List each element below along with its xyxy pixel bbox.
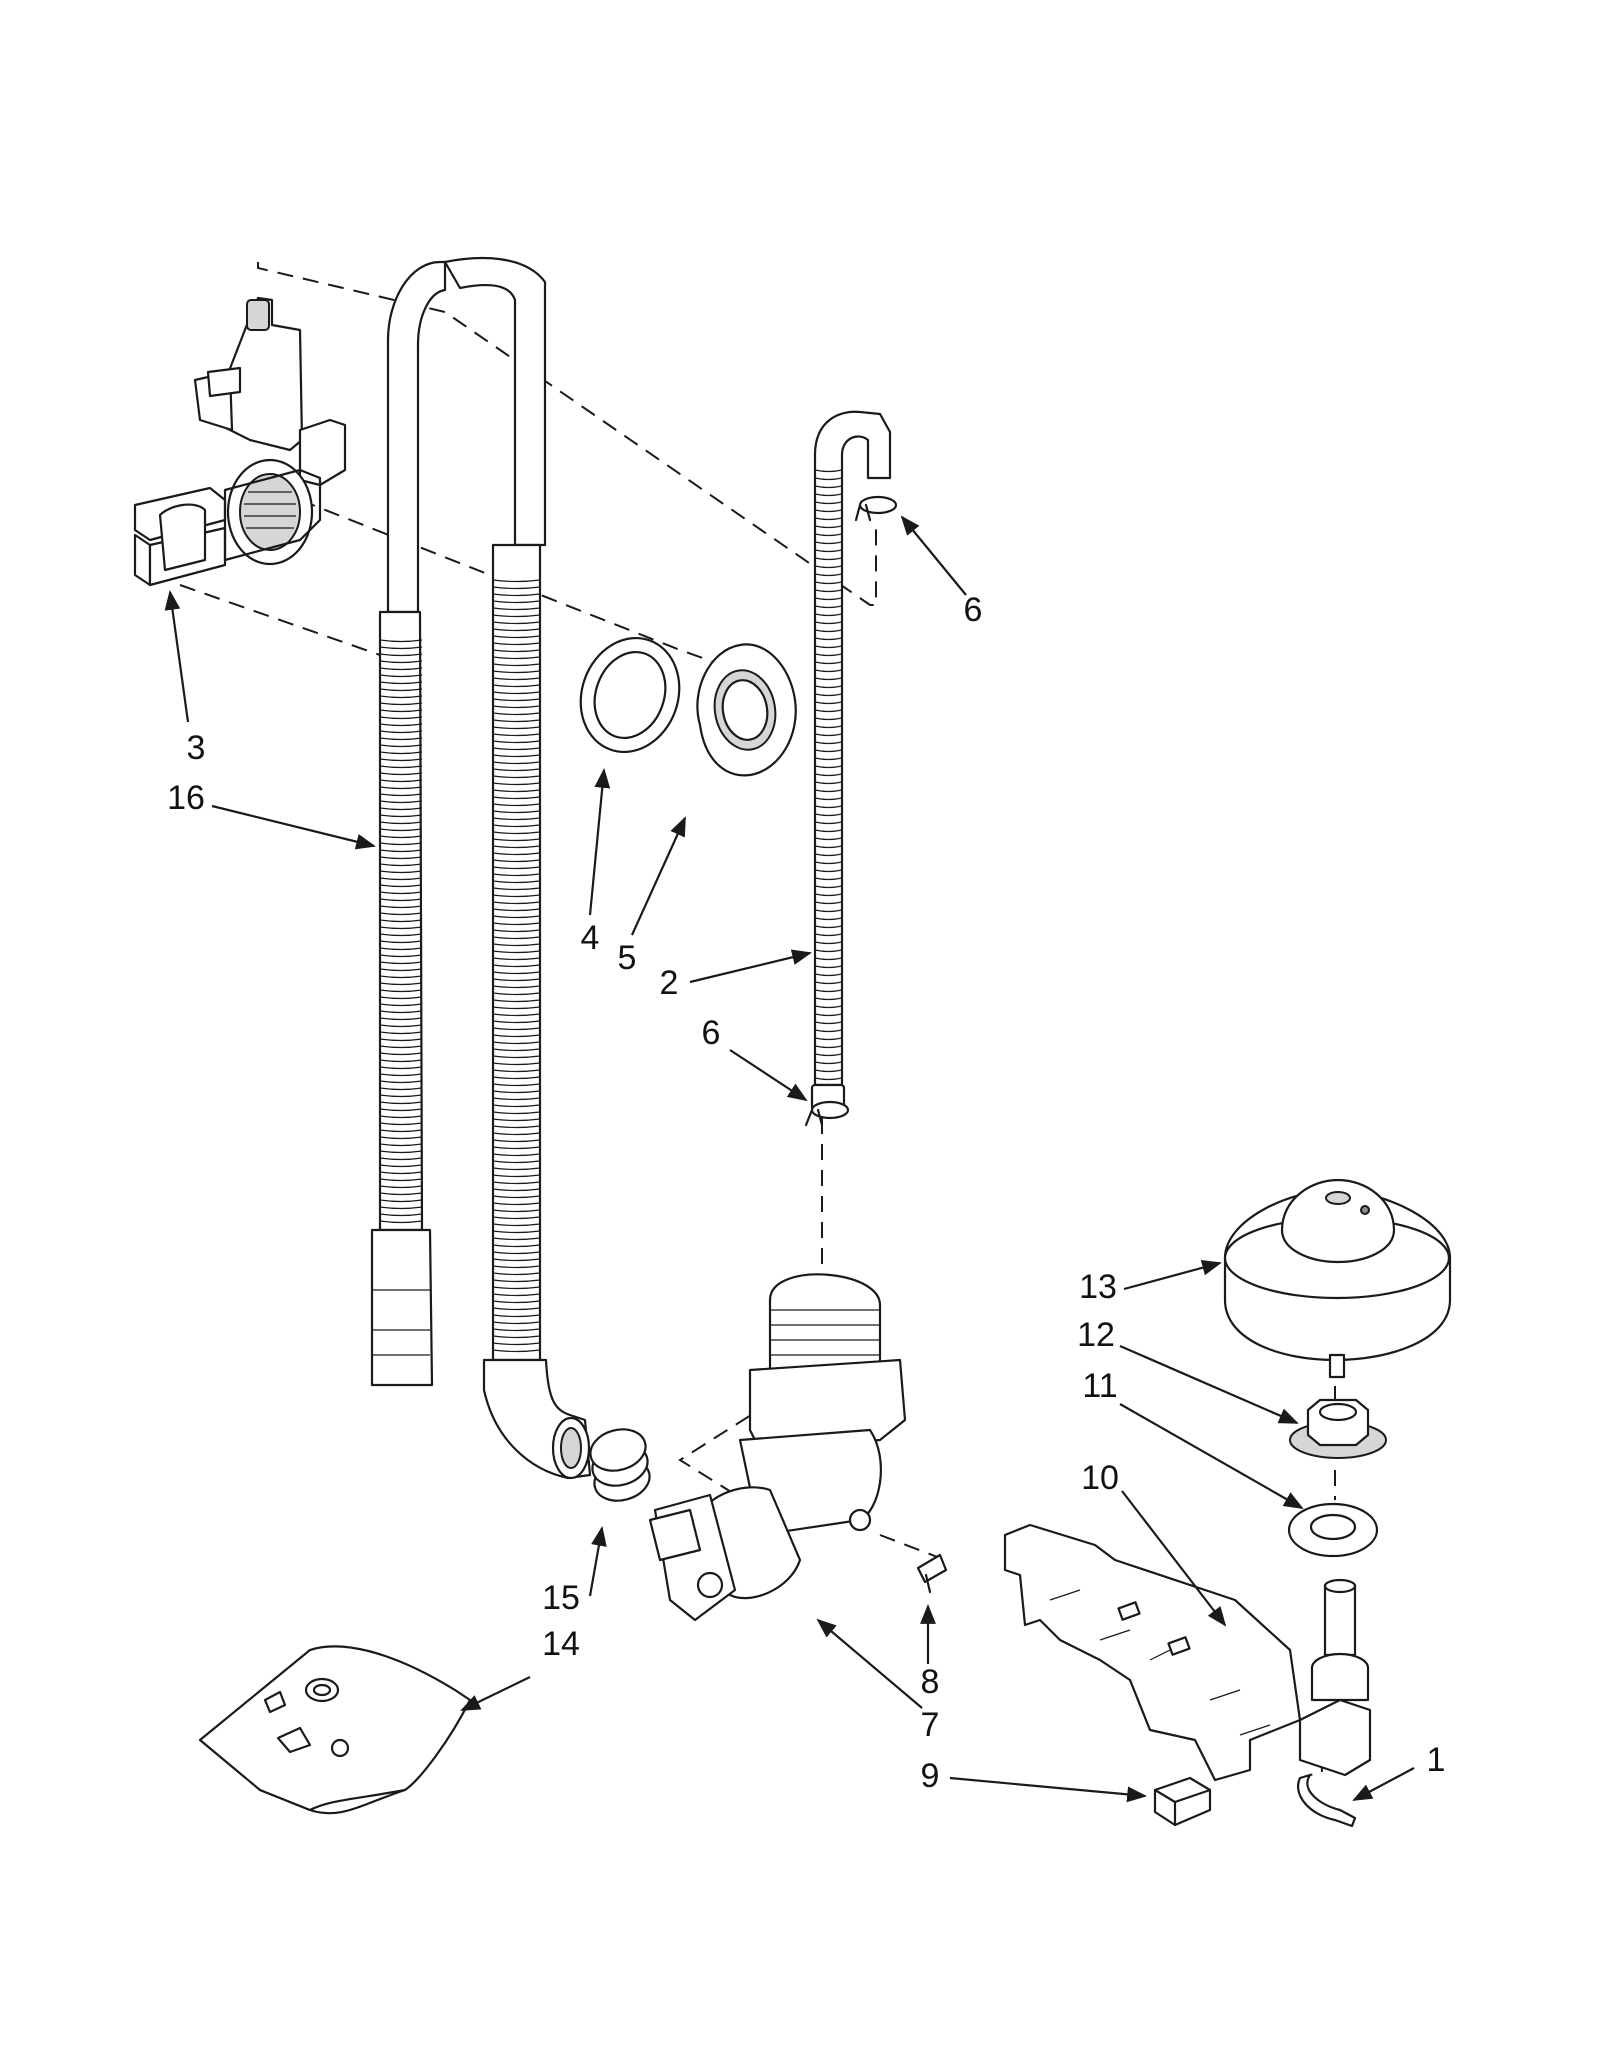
callout-13: 13 <box>1079 1268 1117 1306</box>
part-10-switch-bracket <box>1003 1523 1372 1782</box>
callout-2: 2 <box>660 964 679 1002</box>
part-16-drain-hose <box>370 257 592 1480</box>
callout-6-top: 6 <box>964 591 983 629</box>
part-7-water-valve <box>648 1273 907 1622</box>
part-14-parts-bag <box>198 1645 472 1815</box>
part-11-gasket <box>1287 1502 1379 1558</box>
callout-12: 12 <box>1077 1316 1115 1354</box>
part-4-gasket <box>579 636 681 754</box>
part-5-nut <box>696 643 797 777</box>
leader-lines <box>164 515 1415 1803</box>
part-13-float <box>1223 1178 1452 1379</box>
part-9-microswitch <box>1153 1776 1212 1827</box>
callout-5: 5 <box>618 939 637 977</box>
callout-7: 7 <box>921 1706 940 1744</box>
callout-labels: 3 16 4 5 2 6 6 15 14 8 7 9 10 11 12 13 1 <box>167 591 1445 1795</box>
callout-15: 15 <box>542 1579 580 1617</box>
part-8-screw <box>916 1553 948 1594</box>
part-2-fill-hose <box>810 410 892 1112</box>
callout-10: 10 <box>1081 1459 1119 1497</box>
callout-6-bottom: 6 <box>702 1014 721 1052</box>
callout-9: 9 <box>921 1757 940 1795</box>
callout-1: 1 <box>1427 1741 1446 1779</box>
part-15-clamp <box>589 1428 651 1502</box>
part-12-nut <box>1289 1398 1387 1459</box>
callout-3: 3 <box>187 729 206 767</box>
part-3-bracket <box>133 296 347 587</box>
part-6-clamps <box>804 495 898 1127</box>
callout-8: 8 <box>921 1663 940 1701</box>
callout-11: 11 <box>1082 1367 1117 1405</box>
callout-14: 14 <box>542 1625 580 1663</box>
callout-16: 16 <box>167 779 205 817</box>
callout-4: 4 <box>581 919 600 957</box>
part-1-clip <box>1297 1773 1357 1828</box>
